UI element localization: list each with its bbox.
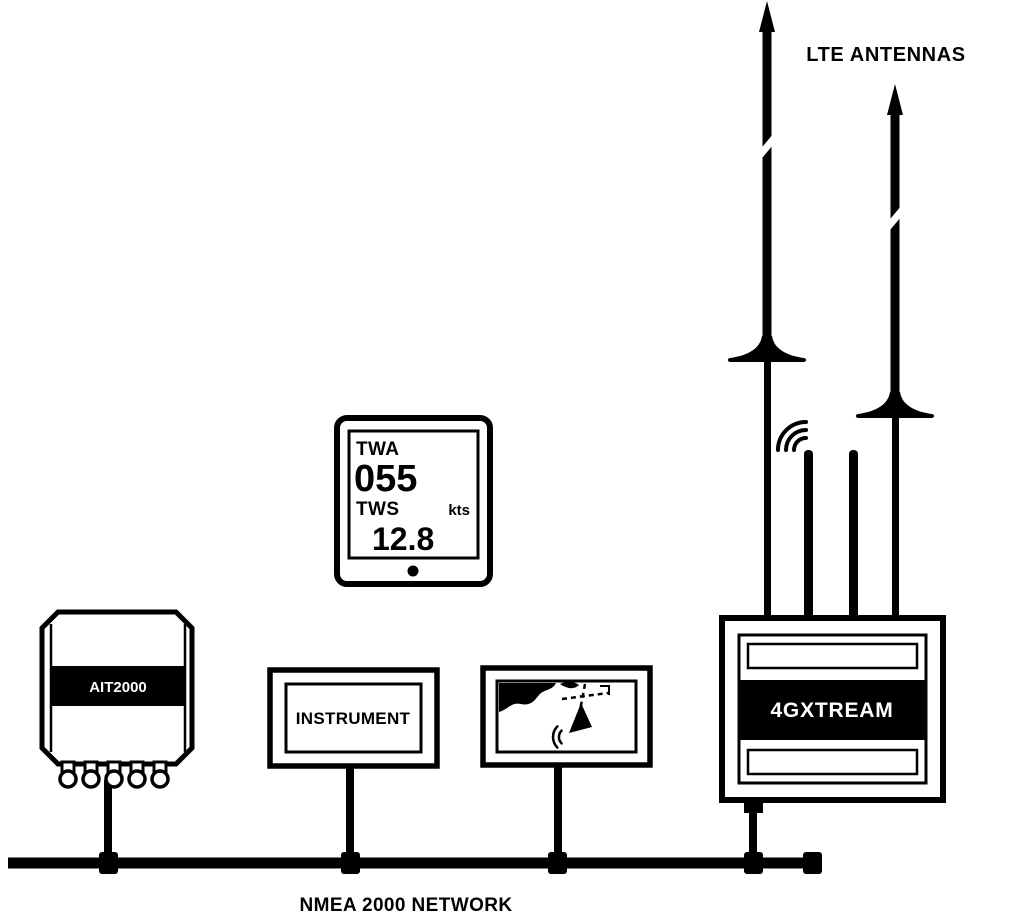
terminator-icon: [803, 852, 822, 874]
antenna-mast: [762, 28, 772, 342]
router-name-band: [739, 680, 926, 740]
antenna-mast: [890, 111, 900, 398]
ais-connectors: [58, 760, 170, 789]
tablet-screen: [347, 429, 480, 560]
instrument-display: INSTRUMENT: [267, 667, 440, 860]
tws-value: 12.8: [372, 521, 434, 557]
router-connector-stub: [744, 799, 763, 813]
router-top-vent: [746, 642, 919, 670]
antenna-notch: [880, 199, 912, 236]
nmea-backbone: [8, 852, 822, 874]
lte-antenna-left-icon: [727, 1, 807, 622]
router-4gxtream: 4GXTREAM: [719, 615, 946, 860]
t-connector-router: [744, 852, 763, 874]
wifi-signal-icon: [776, 420, 808, 452]
instrument-screen: [284, 682, 423, 754]
antenna-cable: [892, 418, 899, 622]
router-antenna-stub-left: [804, 450, 813, 622]
router-bottom-vent: [746, 748, 919, 776]
router-antenna-stub-right: [849, 450, 858, 622]
nmea-network-label: NMEA 2000 NETWORK: [299, 895, 512, 916]
boat-target-icon: [551, 683, 610, 749]
tws-label: TWS: [356, 499, 399, 520]
t-connector-ais: [99, 852, 118, 874]
instrument-label: INSTRUMENT: [296, 709, 411, 728]
router-label: 4GXTREAM: [770, 699, 893, 722]
twa-value: 055: [354, 458, 417, 500]
t-connector-instrument: [341, 852, 360, 874]
antenna-base-flare: [855, 392, 935, 418]
t-connector-chartplotter: [548, 852, 567, 874]
home-button-dot: [407, 565, 419, 577]
lte-antenna-right-icon: [855, 84, 935, 622]
antenna-base-flare: [727, 336, 807, 362]
lte-antennas-label: LTE ANTENNAS: [806, 44, 965, 66]
antenna-tip: [887, 84, 903, 115]
ais-transponder: AIT2000: [39, 609, 195, 860]
antenna-cable: [764, 362, 771, 622]
antenna-notch: [752, 127, 784, 164]
map-land-icon: [499, 681, 579, 712]
chartplotter-display: [480, 665, 653, 860]
tws-unit: kts: [448, 502, 470, 519]
ais-name-band: [50, 666, 186, 706]
tablet-display: TWA 055 TWS kts 12.8: [334, 415, 493, 587]
twa-label: TWA: [356, 439, 399, 460]
antenna-tip: [759, 1, 775, 32]
ais-label: AIT2000: [89, 679, 147, 696]
